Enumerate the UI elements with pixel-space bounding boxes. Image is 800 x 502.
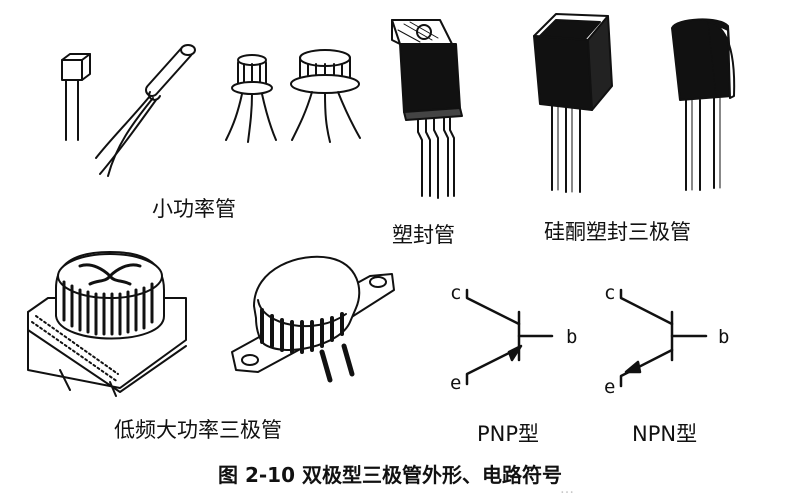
pnp-symbol <box>465 288 554 386</box>
label-low-freq-power: 低频大功率三极管 <box>114 418 282 442</box>
label-pnp: PNP型 <box>477 422 540 446</box>
label-npn: NPN型 <box>632 422 698 446</box>
silicone-rounded-transistor-2 <box>671 18 736 191</box>
npn-collector-label: c <box>604 282 616 304</box>
label-silicon-plastic: 硅酮塑封三极管 <box>544 220 691 244</box>
watermark: … <box>560 481 574 497</box>
wide-metal-can-transistor <box>290 49 361 143</box>
label-small-power: 小功率管 <box>152 197 236 221</box>
pnp-collector-label: c <box>450 282 462 304</box>
pnp-base-label: b <box>566 326 578 348</box>
npn-emitter-label: e <box>604 376 616 398</box>
heatsink-power-transistor <box>27 251 187 397</box>
cylinder-transistor <box>95 44 196 177</box>
label-plastic: 塑封管 <box>392 223 455 247</box>
figure-caption: 图 2-10 双极型三极管外形、电路符号 <box>218 463 562 487</box>
npn-symbol <box>619 288 708 388</box>
to3-power-transistor <box>231 255 395 383</box>
small-metal-can-transistor <box>225 54 277 143</box>
pnp-emitter-label: e <box>450 372 462 394</box>
small-cube-transistor <box>61 53 91 141</box>
npn-base-label: b <box>718 326 730 348</box>
silicone-block-transistor-1 <box>533 13 613 193</box>
to220-plastic-transistor <box>391 19 463 199</box>
